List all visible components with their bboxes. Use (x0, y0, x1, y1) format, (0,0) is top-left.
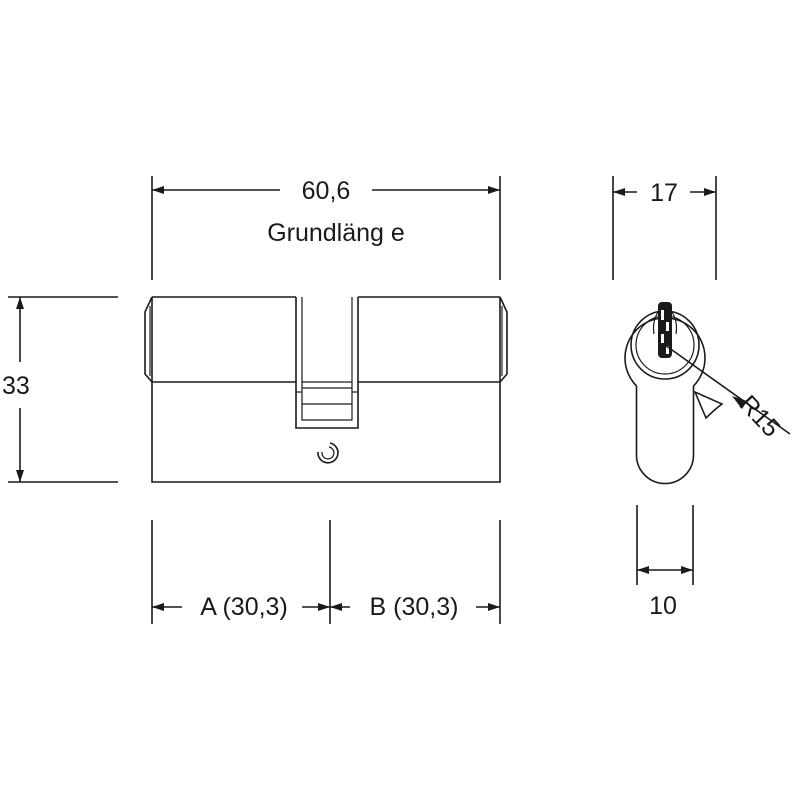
arrow-a-left (152, 603, 164, 611)
profile-width-label: 17 (650, 179, 678, 207)
dim-sides (151, 520, 501, 624)
dim-height (8, 296, 118, 483)
arrow-17-right (704, 188, 716, 196)
keyway (652, 302, 678, 358)
right-end-bevel (499, 296, 508, 383)
arrow-b-right (488, 603, 500, 611)
screw-hole (317, 442, 339, 464)
arrow-left (152, 186, 164, 194)
cylinder-outline (151, 382, 501, 483)
arrow-up (16, 297, 24, 309)
dim-overall-length (151, 176, 501, 280)
side-b-label: B (30,3) (370, 593, 459, 621)
arrow-10-right (681, 566, 693, 574)
left-end-bevel (144, 296, 153, 383)
arrow-down (16, 470, 24, 482)
basic-length-label: Grundläng e (267, 219, 405, 247)
radius-label: R15 (734, 390, 786, 443)
cylinder-side-view (624, 302, 791, 485)
profile-outline (624, 317, 706, 485)
arrow-17-left (613, 188, 625, 196)
radius-arrow (732, 396, 747, 409)
bottom-width-label: 10 (649, 592, 677, 620)
arrow-right (488, 186, 500, 194)
dim-bottom-width (636, 505, 694, 585)
arrow-10-left (637, 566, 649, 574)
cam-slot (295, 297, 359, 429)
height-label: 33 (2, 372, 30, 400)
overall-length-label: 60,6 (302, 177, 351, 205)
arrow-b-left (330, 603, 342, 611)
arrow-a-right (318, 603, 330, 611)
radius-line (664, 344, 791, 435)
side-a-label: A (30,3) (200, 593, 288, 621)
cam (693, 390, 724, 420)
cylinder-front-view (144, 296, 508, 483)
dim-profile-width (612, 176, 717, 280)
